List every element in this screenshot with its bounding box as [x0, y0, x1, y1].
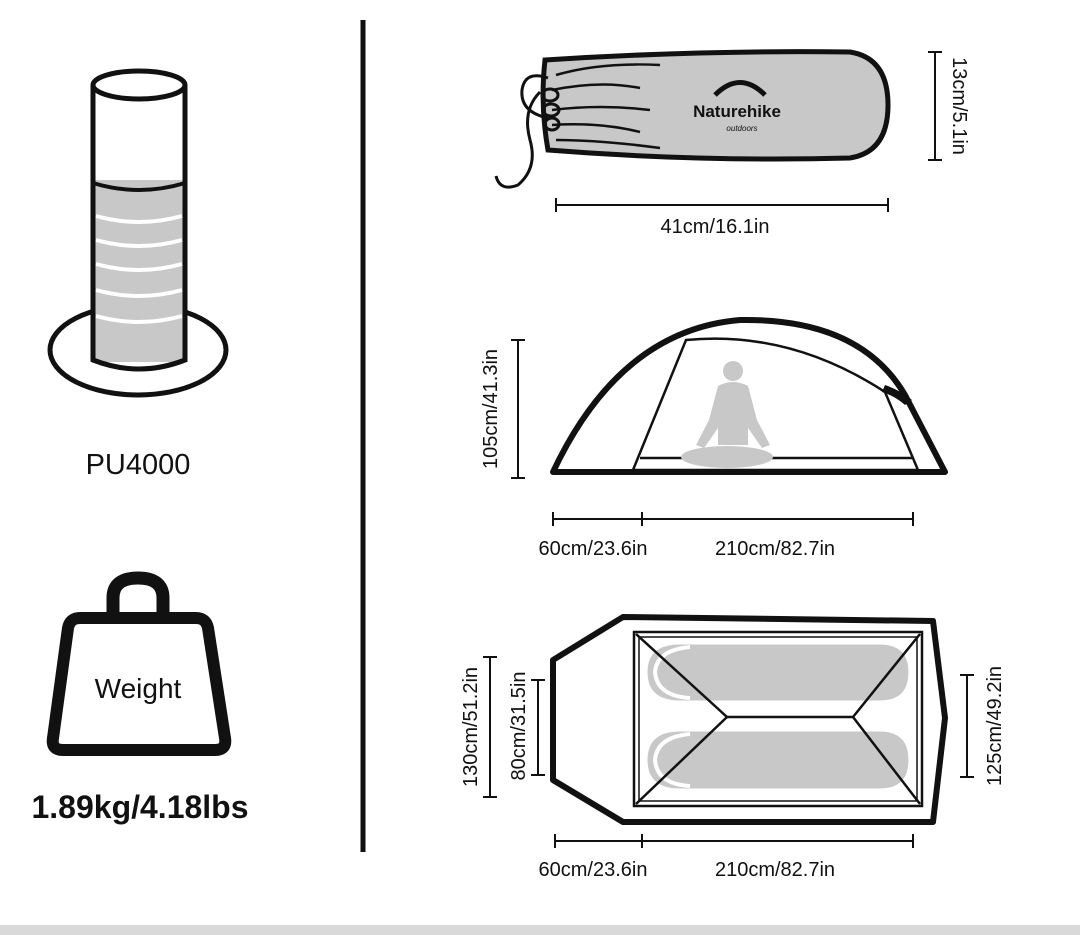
- brand-logo-text: Naturehike: [693, 102, 781, 121]
- weight-value: 1.89kg/4.18lbs: [31, 789, 248, 825]
- sack-diameter-label: 13cm/5.1in: [948, 57, 970, 155]
- sack-length-label: 41cm/16.1in: [661, 216, 770, 238]
- top-vestibule-label: 60cm/23.6in: [539, 859, 648, 881]
- top-inner-length-label: 210cm/82.7in: [715, 859, 835, 881]
- top-outer-width-label: 130cm/51.2in: [460, 667, 482, 787]
- side-height-dimension-line: [511, 339, 525, 479]
- side-inner-length-label: 210cm/82.7in: [715, 538, 835, 560]
- waterproof-rating: PU4000: [86, 449, 191, 481]
- weight-icon: [46, 571, 232, 756]
- weight-icon-label: Weight: [95, 673, 182, 704]
- top-inner-wide-dimension-line: [960, 674, 974, 778]
- top-outer-width-dimension-line: [483, 656, 497, 798]
- footer-strip: [0, 925, 1080, 935]
- brand-logo-subtext: outdoors: [726, 124, 757, 133]
- water-column-icon: [47, 68, 229, 398]
- top-inner-wide-label: 125cm/49.2in: [984, 666, 1006, 786]
- sack-diameter-dimension-line: [928, 51, 942, 161]
- meditating-person-icon: [681, 361, 773, 468]
- sleeping-pad-bottom-icon: [644, 728, 912, 792]
- tent-pole-lines: [635, 633, 921, 805]
- sack-length-dimension-line: [555, 198, 889, 212]
- side-length-dimension-line: [552, 512, 914, 526]
- side-vestibule-label: 60cm/23.6in: [539, 538, 648, 560]
- sleeping-pad-top-icon: [644, 641, 912, 704]
- top-length-dimension-line: [554, 834, 914, 848]
- top-inner-narrow-dimension-line: [531, 679, 545, 776]
- side-height-label: 105cm/41.3in: [480, 349, 502, 469]
- top-inner-narrow-label: 80cm/31.5in: [508, 672, 530, 781]
- stuff-sack-icon: [494, 49, 891, 189]
